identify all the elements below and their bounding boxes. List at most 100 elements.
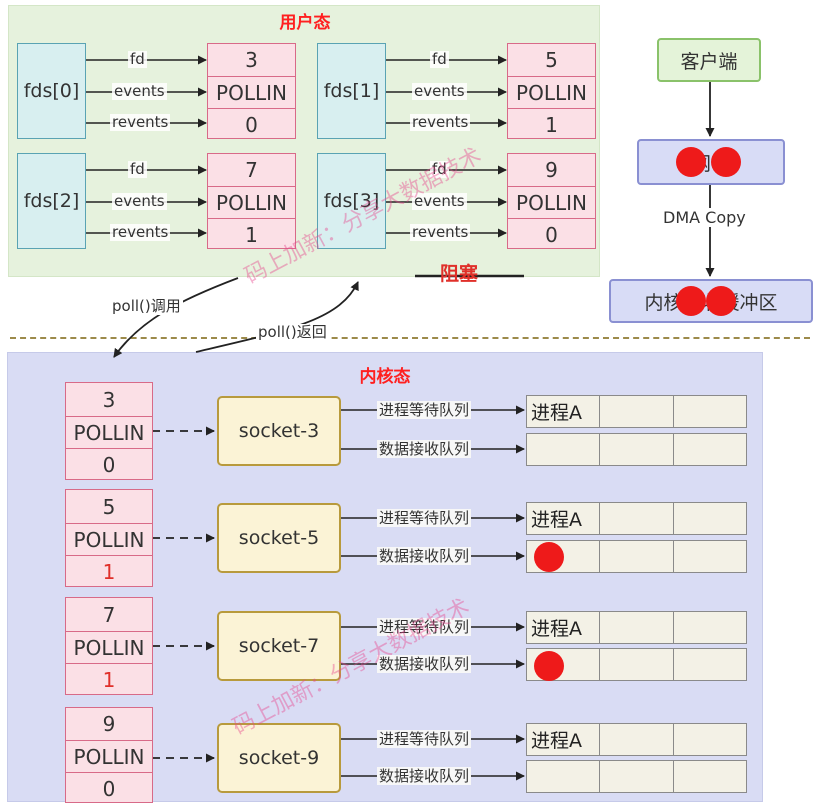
kernel-row-3-fd-column: 9 POLLIN 0 (65, 707, 153, 803)
fds-1-values: 5 POLLIN 1 (507, 43, 596, 139)
fds-1-revents: 1 (508, 108, 595, 140)
kernel-row-0-revents: 0 (66, 448, 152, 481)
kernel-row-1-socket: socket-5 (217, 503, 341, 573)
fds-2-values: 7 POLLIN 1 (207, 153, 296, 249)
kernel-row-2-wait-label: 进程等待队列 (377, 618, 472, 636)
fds-2-fd: 7 (245, 158, 258, 182)
poll-return-label: poll()返回 (256, 323, 329, 341)
kernel-row-3-recv-slot-3 (672, 761, 746, 792)
kernel-row-2-recv-slot-2 (599, 649, 672, 680)
fds-1-fd: 5 (545, 48, 558, 72)
kernel-row-1-fd-column: 5 POLLIN 1 (65, 489, 153, 587)
kernel-row-0-wait-slot-3 (672, 396, 746, 427)
kernel-row-1-wait-slot-3 (672, 503, 746, 534)
kernel-row-0-fd: 3 (102, 387, 116, 412)
fds-1-events: POLLIN (508, 76, 595, 108)
kernel-row-3-events: POLLIN (66, 740, 152, 772)
fds-1-label-fd: fd (430, 50, 449, 68)
fds-0-label-revents: revents (110, 113, 171, 131)
kernel-row-2-wait-queue: 进程A (526, 611, 747, 644)
kernel-row-2-revents: 1 (66, 663, 152, 696)
kernel-row-0-recv-queue (526, 433, 747, 466)
fds-3-values: 9 POLLIN 0 (507, 153, 596, 249)
kernel-row-3-wait-item: 进程A (531, 730, 582, 752)
kernel-row-3-recv-slot-1 (527, 761, 599, 792)
fds-3-label-events: events (412, 192, 467, 210)
kernel-row-0-fd-column: 3 POLLIN 0 (65, 382, 153, 480)
poll-call-label: poll()调用 (110, 297, 183, 315)
fds-3-box: fds[3] (317, 153, 386, 249)
fds-3-label-revents: revents (410, 223, 471, 241)
kernel-row-3-fd: 9 (102, 712, 116, 736)
fds-0-box: fds[0] (17, 43, 86, 139)
fds-2-label-fd: fd (128, 160, 147, 178)
kernel-row-1-events: POLLIN (66, 523, 152, 555)
kernel-row-0-wait-label: 进程等待队列 (377, 401, 472, 419)
kernel-row-1-fd: 5 (102, 494, 116, 519)
kernel-row-1-wait-label: 进程等待队列 (377, 509, 472, 527)
kernel-row-3-wait-slot-2 (599, 724, 672, 755)
blocked-label: 阻塞 (440, 263, 479, 285)
dma-copy-label: DMA Copy (661, 208, 748, 227)
user-space-title: 用户态 (279, 13, 331, 33)
buffer-data-dot-2 (706, 286, 736, 316)
kernel-row-3-wait-queue: 进程A (526, 723, 747, 756)
kernel-row-0-wait-queue: 进程A (526, 395, 747, 428)
kernel-row-0-recv-slot-2 (599, 434, 672, 465)
kernel-row-2-recv-label: 数据接收队列 (377, 655, 472, 673)
kernel-row-2-wait-slot-3 (672, 612, 746, 643)
kernel-row-2-events: POLLIN (66, 631, 152, 663)
kernel-row-1-wait-item: 进程A (531, 509, 582, 531)
buffer-data-dot-1 (676, 286, 706, 316)
kernel-row-1-recv-slot-2 (599, 541, 672, 572)
kernel-row-3-socket: socket-9 (217, 723, 341, 793)
fds-0-events: POLLIN (208, 76, 295, 108)
kernel-row-3-recv-slot-2 (599, 761, 672, 792)
kernel-row-1-recv-label: 数据接收队列 (377, 547, 472, 565)
fds-3-label-fd: fd (430, 160, 449, 178)
fds-2-label-revents: revents (110, 223, 171, 241)
kernel-row-2-fd: 7 (102, 602, 116, 627)
fds-1-box: fds[1] (317, 43, 386, 139)
kernel-row-2-data-dot (534, 651, 564, 681)
kernel-row-0-wait-slot-2 (599, 396, 672, 427)
kernel-row-3-revents: 0 (66, 772, 152, 804)
kernel-row-3-recv-queue (526, 760, 747, 793)
kernel-space-title: 内核态 (359, 367, 411, 387)
kernel-row-0-socket: socket-3 (217, 396, 341, 466)
kernel-row-2-socket: socket-7 (217, 611, 341, 681)
fds-2-label-events: events (112, 192, 167, 210)
fds-1-label-revents: revents (410, 113, 471, 131)
kernel-row-2-fd-column: 7 POLLIN 1 (65, 597, 153, 695)
fds-0-label-fd: fd (128, 50, 147, 68)
fds-0-label-events: events (112, 82, 167, 100)
nic-data-dot-2 (711, 147, 741, 177)
kernel-row-0-recv-slot-1 (527, 434, 599, 465)
fds-1-label-events: events (412, 82, 467, 100)
fds-3-fd: 9 (545, 158, 558, 182)
space-divider (10, 337, 810, 339)
kernel-row-3-wait-slot-3 (672, 724, 746, 755)
kernel-row-2-recv-slot-3 (672, 649, 746, 680)
fds-3-revents: 0 (508, 218, 595, 250)
kernel-row-1-wait-queue: 进程A (526, 502, 747, 535)
kernel-row-0-wait-item: 进程A (531, 402, 582, 424)
fds-0-fd: 3 (245, 48, 258, 72)
kernel-row-2-wait-item: 进程A (531, 618, 582, 640)
fds-0-revents: 0 (208, 108, 295, 140)
kernel-row-1-data-dot (534, 542, 564, 572)
nic-data-dot-1 (676, 147, 706, 177)
client-box: 客户端 (657, 38, 761, 82)
kernel-row-1-recv-slot-3 (672, 541, 746, 572)
kernel-row-3-wait-label: 进程等待队列 (377, 730, 472, 748)
kernel-row-2-wait-slot-2 (599, 612, 672, 643)
kernel-row-1-revents: 1 (66, 555, 152, 588)
kernel-row-1-wait-slot-2 (599, 503, 672, 534)
kernel-row-0-events: POLLIN (66, 416, 152, 448)
kernel-row-3-recv-label: 数据接收队列 (377, 767, 472, 785)
kernel-row-0-recv-slot-3 (672, 434, 746, 465)
fds-2-box: fds[2] (17, 153, 86, 249)
fds-3-events: POLLIN (508, 186, 595, 218)
kernel-row-0-recv-label: 数据接收队列 (377, 440, 472, 458)
fds-0-values: 3 POLLIN 0 (207, 43, 296, 139)
